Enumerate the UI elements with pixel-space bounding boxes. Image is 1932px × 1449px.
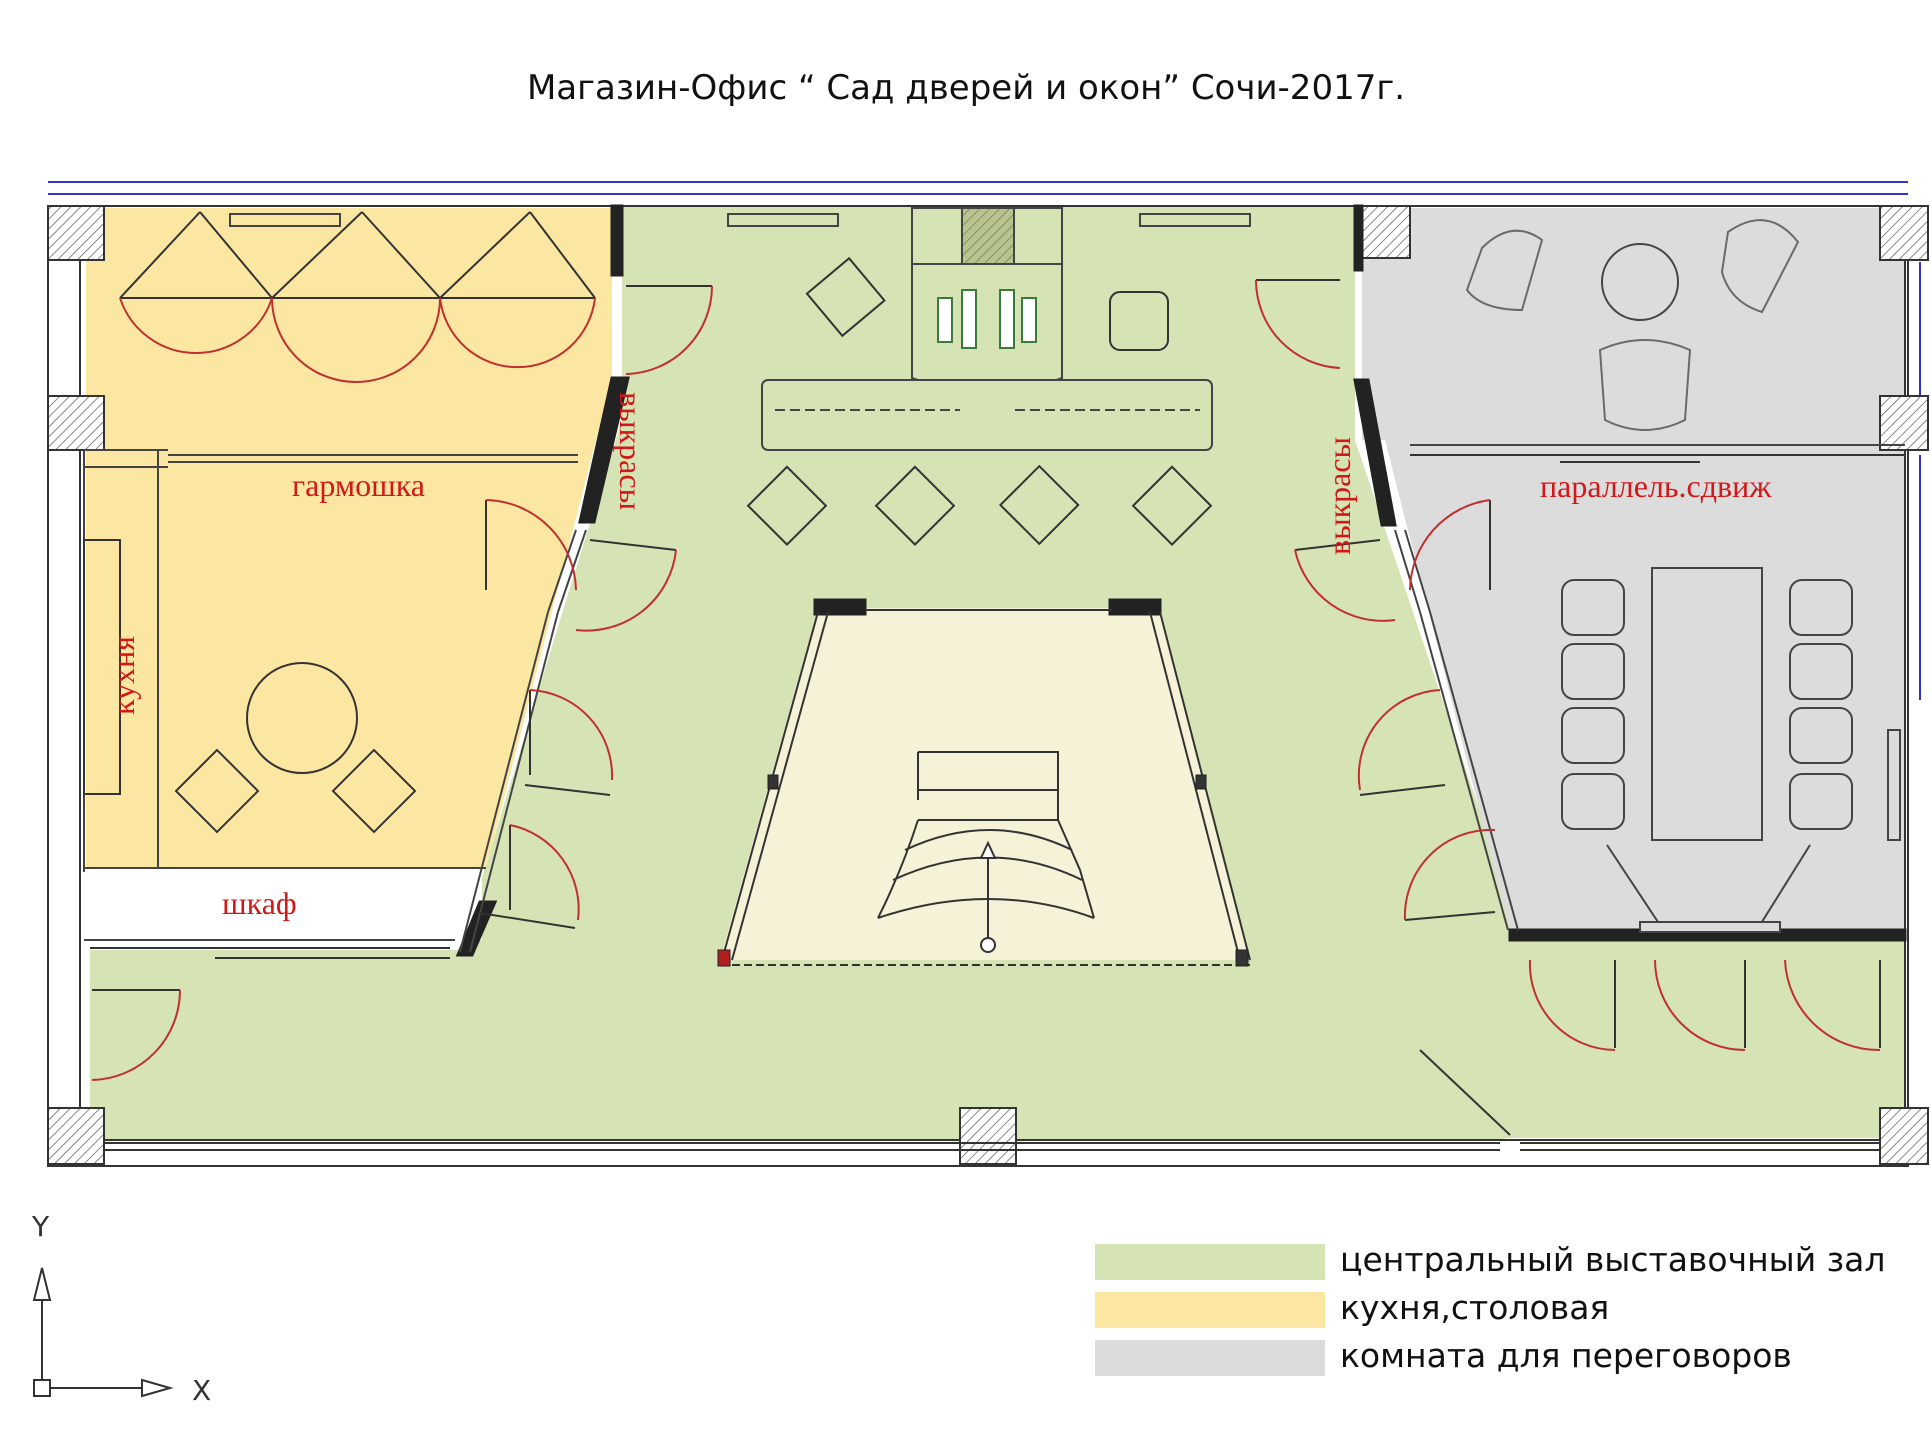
legend-swatch-meeting <box>1095 1340 1325 1376</box>
columns <box>47 205 1929 1165</box>
label-kitchen: кухня <box>105 636 141 715</box>
label-niche-left: выкрасы <box>613 392 649 510</box>
legend-swatch-kitchen <box>1095 1292 1325 1328</box>
meeting-floor <box>1362 208 1905 930</box>
podium-floor <box>720 608 1250 960</box>
wardrobe-floor <box>84 872 482 940</box>
label-accordion: гармошка <box>292 467 425 503</box>
central-display-stand <box>761 207 1213 451</box>
legend-label-hall: центральный выставочный зал <box>1340 1240 1886 1279</box>
partition-walls <box>455 204 1907 957</box>
label-niche-right: выкрасы <box>1321 437 1357 555</box>
podium-posts <box>717 774 1249 967</box>
label-wardrobe: шкаф <box>222 885 297 921</box>
label-sliding: параллель.сдвиж <box>1540 468 1772 504</box>
hall-chairs <box>746 256 1213 547</box>
legend-swatch-hall <box>1095 1244 1325 1280</box>
folding-door <box>119 211 596 383</box>
plan-title: Магазин-Офис “ Сад дверей и окон” Сочи-2… <box>526 68 1406 108</box>
axis-x-label: X <box>192 1374 211 1407</box>
wall-shelves <box>229 213 1251 227</box>
legend-label-kitchen: кухня,столовая <box>1340 1288 1610 1327</box>
kitchen-floor <box>86 208 612 868</box>
staircase <box>877 751 1095 953</box>
top-guide-lines <box>48 181 1908 195</box>
legend-label-meeting: комната для переговоров <box>1340 1336 1792 1375</box>
ucs-axis-icon <box>32 1267 174 1398</box>
meeting-furniture <box>1465 219 1901 933</box>
sliding-doors <box>90 262 1921 1151</box>
glass-partitions <box>83 444 1905 953</box>
swing-doors <box>91 279 1881 1136</box>
kitchen-furniture <box>83 539 417 834</box>
axis-y-label: Y <box>31 1210 50 1243</box>
